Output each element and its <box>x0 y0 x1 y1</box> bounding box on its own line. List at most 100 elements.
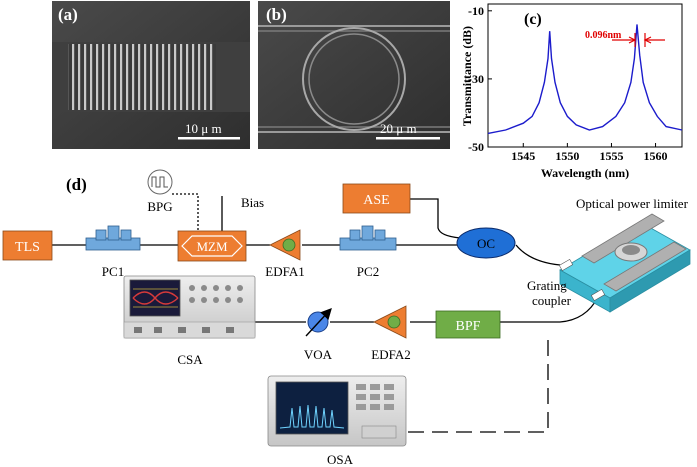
csa-knob <box>213 285 219 291</box>
osa-key <box>356 384 366 390</box>
chip-side-face <box>609 249 691 313</box>
csa-port <box>178 327 186 333</box>
grating-coupler-out <box>590 288 606 302</box>
osa-input-panel <box>361 425 397 439</box>
osa-key <box>356 394 366 400</box>
csa-knob <box>213 297 219 303</box>
x-tick-label: 1560 <box>644 149 668 163</box>
pc2-device <box>339 225 397 251</box>
panel-a: (a) 10 μ m <box>52 1 250 149</box>
csa-port <box>202 327 210 333</box>
tls-label: TLS <box>15 240 40 255</box>
csa-port <box>226 327 234 333</box>
panel-a-tag: (a) <box>58 5 78 24</box>
y-tick-label: -30 <box>468 72 484 86</box>
oc-label: OC <box>477 236 495 251</box>
osa-key <box>356 404 366 410</box>
bias-label: Bias <box>241 195 264 210</box>
osa-key <box>384 394 394 400</box>
voa-arrow <box>305 307 332 337</box>
csa-knob <box>201 285 207 291</box>
chip-rail-back <box>581 213 665 264</box>
ring-inner <box>308 33 400 125</box>
pc1-label: PC1 <box>102 264 124 279</box>
panel-b: (b) 20 μ m <box>258 1 450 149</box>
x-tick-label: 1555 <box>599 149 623 163</box>
osa-key <box>370 394 380 400</box>
mzm-label: MZM <box>196 239 228 254</box>
pc2-paddle-2 <box>361 225 374 241</box>
pc1-paddle-1 <box>95 229 107 241</box>
pc1-paddle-3 <box>120 229 132 241</box>
fiber-links <box>52 193 599 433</box>
osa-instrument <box>267 375 407 447</box>
scale-label-a: 10 μ m <box>185 121 222 136</box>
chip-ring-hole <box>622 245 640 255</box>
osa-key <box>384 384 394 390</box>
csa-module-rail <box>123 321 256 339</box>
linewidth-label: 0.096nm <box>585 30 622 41</box>
fiber-chip-osa <box>400 340 549 433</box>
osa-keypad <box>356 384 394 410</box>
pulse-icon <box>151 176 168 188</box>
fiber-oc-chip <box>515 244 561 266</box>
grating-label-line2: coupler <box>532 293 572 308</box>
voa-label: VOA <box>304 347 333 362</box>
osa-label: OSA <box>327 452 354 467</box>
pc1-device <box>85 225 141 251</box>
pc1-paddle-2 <box>107 225 120 241</box>
chip-device <box>558 213 691 313</box>
chip-label: Optical power limiter <box>576 196 689 211</box>
pc2-label: PC2 <box>357 264 379 279</box>
osa-key <box>384 404 394 410</box>
csa-ports <box>134 327 234 333</box>
bpg-label: BPG <box>147 199 172 214</box>
ring-outer <box>302 27 406 131</box>
edfa2-label: EDFA2 <box>371 347 410 362</box>
csa-knob <box>225 297 231 303</box>
transmission-trace <box>487 24 683 135</box>
x-axis-label: Wavelength (nm) <box>541 166 629 180</box>
chip-rail-front <box>603 241 687 292</box>
csa-port <box>154 327 162 333</box>
bpf-label: BPF <box>456 319 481 334</box>
edfa1-coil-icon <box>282 238 296 252</box>
scale-label-b: 20 μ m <box>380 121 417 136</box>
csa-instrument <box>123 275 256 339</box>
csa-label: CSA <box>177 352 203 367</box>
ase-label: ASE <box>363 193 389 208</box>
grating-teeth <box>68 44 216 110</box>
csa-knob <box>201 297 207 303</box>
grating-coupler-in <box>558 258 574 272</box>
edfa1-label: EDFA1 <box>265 264 304 279</box>
bpf-box <box>435 310 501 339</box>
tls-box <box>2 230 53 261</box>
csa-knobs <box>189 285 243 303</box>
csa-knob <box>189 297 195 303</box>
panel-d-tag: (d) <box>66 175 87 194</box>
csa-knob <box>237 285 243 291</box>
osa-screen <box>275 381 349 435</box>
pc2-paddle-3 <box>374 229 386 241</box>
plot-frame <box>487 3 683 148</box>
x-tick-label: 1550 <box>555 149 579 163</box>
osa-spectrum-trace <box>279 404 345 429</box>
y-tick-label: -10 <box>468 4 484 18</box>
pc2-paddle-1 <box>349 229 361 241</box>
osa-key <box>370 404 380 410</box>
ase-box <box>342 183 411 214</box>
panel-c-tag: (c) <box>524 11 542 28</box>
oc-ellipse <box>456 227 516 259</box>
fiber-ase-oc <box>410 198 461 239</box>
scale-bar-b <box>376 137 440 140</box>
osa-key <box>370 384 380 390</box>
x-tick-label: 1545 <box>511 149 535 163</box>
mzm-interferometer-icon <box>181 235 243 257</box>
bpg-line <box>172 193 199 232</box>
csa-screen <box>129 279 181 317</box>
scale-bar-a <box>178 137 240 140</box>
csa-knob <box>189 285 195 291</box>
